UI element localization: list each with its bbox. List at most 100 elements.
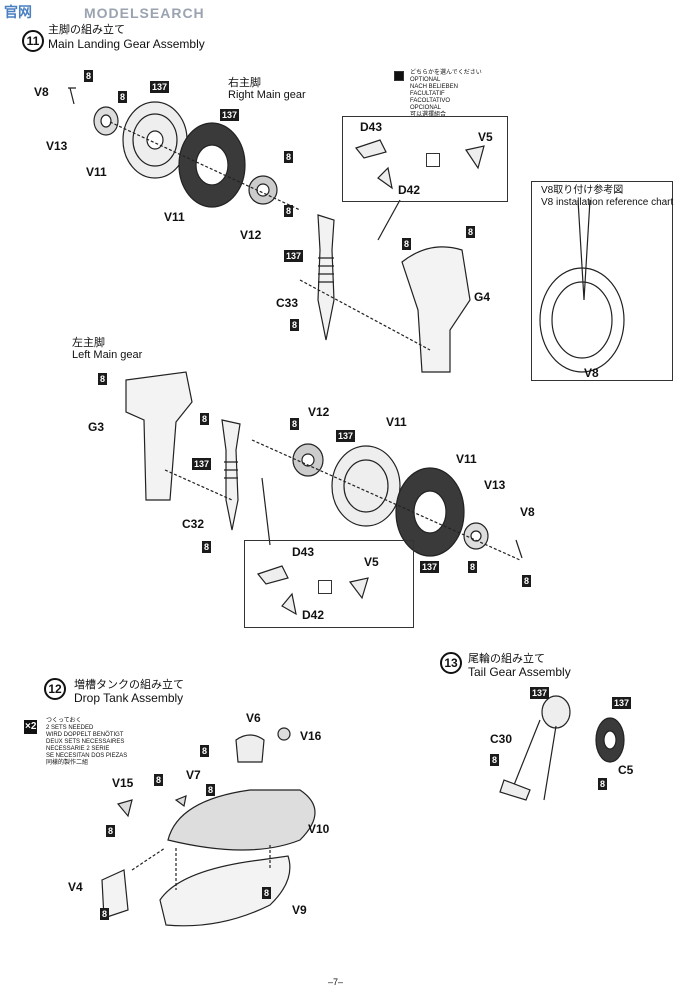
option-line: NACH BELIEBEN (410, 84, 459, 90)
sets-line: 2 SETS NEEDED (46, 725, 94, 731)
reference-chart-title-en: V8 installation reference chart (541, 197, 674, 208)
sets-line: SE NECESITAN DOS PIEZAS (46, 753, 128, 759)
option-line: どちらかを選んでください (410, 70, 482, 76)
part-label-v8: V8 (584, 366, 599, 380)
watermark-logo: 官网 (4, 4, 32, 20)
part-number-badge: 8 (598, 778, 608, 790)
part-number-badge: 8 (200, 745, 210, 757)
option-swap-icon (426, 153, 440, 167)
part-number-badge: 8 (200, 413, 210, 425)
part-number-badge: 8 (202, 541, 212, 553)
part-number-badge: 8 (290, 418, 300, 430)
part-number-badge: 8 (468, 561, 478, 573)
part-label-v16: V16 (300, 729, 322, 743)
part-label-c30: C30 (490, 732, 513, 746)
sets-line: NECESSARIE 2 SERIE (46, 746, 110, 752)
part-number-badge: 137 (284, 250, 304, 262)
part-number-badge: 137 (612, 697, 632, 709)
part-label-v5: V5 (478, 130, 493, 144)
part-number-badge: 137 (150, 81, 170, 93)
part-label-v11: V11 (386, 415, 407, 429)
part-number-badge: 8 (206, 784, 216, 796)
part-label-d43: D43 (360, 120, 383, 134)
part-number-badge: 8 (100, 908, 110, 920)
part-label-g3: G3 (88, 420, 105, 434)
right-gear-title-en: Right Main gear (228, 89, 306, 101)
option-line: OPCIONAL (410, 105, 442, 111)
sets-line: つくっておく (46, 718, 82, 724)
part-label-v13: V13 (46, 139, 68, 153)
part-number-badge: 8 (522, 575, 532, 587)
part-label-c33: C33 (276, 296, 299, 310)
part-number-badge: 8 (262, 887, 272, 899)
part-label-v4: V4 (68, 880, 83, 894)
option-icon (394, 71, 404, 81)
left-gear-title-jp: 左主脚 (72, 337, 105, 349)
part-label-v12: V12 (308, 405, 330, 419)
step-13-title-en: Tail Gear Assembly (468, 665, 571, 679)
part-number-badge: 8 (466, 226, 476, 238)
part-label-v11: V11 (164, 210, 185, 224)
left-gear-title-en: Left Main gear (72, 349, 143, 361)
part-number-badge: 8 (290, 319, 300, 331)
part-number-badge: 8 (106, 825, 116, 837)
sets-line: WIRD DOPPELT BENÖTIGT (46, 732, 124, 738)
page-number: –7– (328, 977, 344, 987)
part-number-badge: 8 (84, 70, 94, 82)
part-number-badge: 8 (98, 373, 108, 385)
option-line: FACOLTATIVO (410, 98, 451, 104)
part-number-badge: 137 (420, 561, 440, 573)
step-12-number: 12 (44, 678, 66, 700)
part-label-v11: V11 (456, 452, 477, 466)
part-label-v8: V8 (520, 505, 535, 519)
option-box-right (342, 116, 508, 202)
part-label-v10: V10 (308, 822, 330, 836)
part-number-badge: 137 (336, 430, 356, 442)
part-label-v6: V6 (246, 711, 261, 725)
step-13-title-jp: 尾輪の組み立て (468, 653, 545, 665)
reference-chart-title-jp: V8取り付け参考図 (541, 185, 624, 196)
step-11-title-en: Main Landing Gear Assembly (48, 37, 205, 51)
part-label-c32: C32 (182, 517, 205, 531)
option-swap-icon (318, 580, 332, 594)
part-label-v15: V15 (112, 776, 134, 790)
option-line: FACULTATIF (410, 91, 445, 97)
part-number-badge: 137 (220, 109, 240, 121)
part-label-v9: V9 (292, 903, 307, 917)
part-label-d42: D42 (302, 608, 325, 622)
part-number-badge: 137 (530, 687, 550, 699)
step-11-number: 11 (22, 30, 44, 52)
part-number-badge: 8 (284, 205, 294, 217)
part-label-v13: V13 (484, 478, 506, 492)
part-label-v5: V5 (364, 555, 379, 569)
part-label-d42: D42 (398, 183, 421, 197)
part-number-badge: 8 (118, 91, 128, 103)
part-label-d43: D43 (292, 545, 315, 559)
x2-badge: ×2 (24, 720, 38, 734)
part-label-g4: G4 (474, 290, 491, 304)
part-label-v12: V12 (240, 228, 262, 242)
option-line: OPTIONAL (410, 77, 441, 83)
option-line: 可以選擇組合 (410, 112, 447, 118)
part-number-badge: 8 (154, 774, 164, 786)
sets-line: 同樣的製作二組 (46, 760, 89, 766)
part-number-badge: 8 (402, 238, 412, 250)
step-12-title-jp: 増槽タンクの組み立て (74, 679, 184, 691)
reference-chart-box (531, 181, 673, 381)
step-11-title-jp: 主脚の組み立て (48, 24, 125, 36)
sets-line: DEUX SETS NECESSAIRES (46, 739, 125, 745)
part-label-c5: C5 (618, 763, 634, 777)
watermark-site: MODELSEARCH (84, 5, 205, 21)
part-number-badge: 8 (284, 151, 294, 163)
part-number-badge: 8 (490, 754, 500, 766)
part-label-v7: V7 (186, 768, 201, 782)
part-number-badge: 137 (192, 458, 212, 470)
part-label-v11: V11 (86, 165, 107, 179)
part-label-v8: V8 (34, 85, 49, 99)
step-13-number: 13 (440, 652, 462, 674)
option-box-left (244, 540, 414, 628)
right-gear-title-jp: 右主脚 (228, 77, 261, 89)
step-12-title-en: Drop Tank Assembly (74, 691, 184, 705)
